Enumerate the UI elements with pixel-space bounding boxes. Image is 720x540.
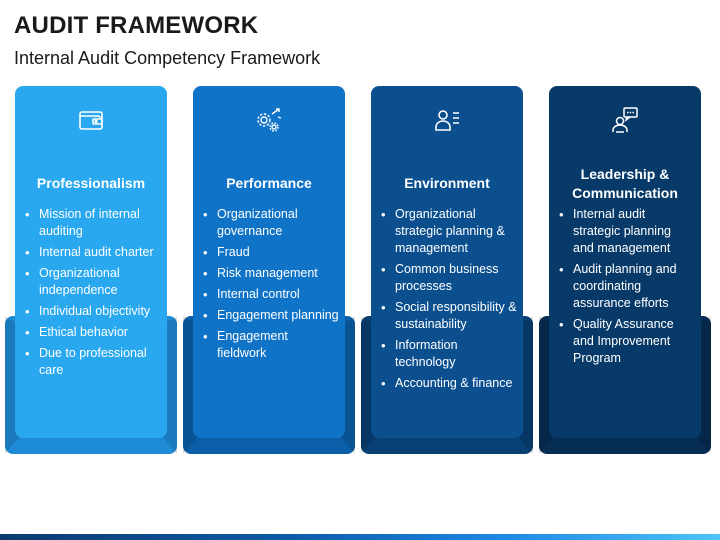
list-item: Internal control [201, 286, 339, 303]
list-item: Ethical behavior [23, 324, 161, 341]
card-title: Environment [404, 175, 490, 191]
column-environment: Environment Organizational strategic pla… [361, 86, 533, 454]
card-professionalism: Professionalism Mission of internal audi… [15, 86, 167, 438]
bullet-list: Internal audit strategic planning and ma… [557, 206, 695, 371]
list-item: Internal audit strategic planning and ma… [557, 206, 695, 257]
list-item: Organizational governance [201, 206, 339, 240]
list-item: Mission of internal auditing [23, 206, 161, 240]
column-leadership-communication: Leadership & Communication Internal audi… [539, 86, 711, 454]
column-performance: Performance Organizational governance Fr… [183, 86, 355, 454]
list-item: Audit planning and coordinating assuranc… [557, 261, 695, 312]
card-performance: Performance Organizational governance Fr… [193, 86, 345, 438]
list-item: Due to professional care [23, 345, 161, 379]
bottom-accent-bar [0, 534, 720, 540]
bullet-list: Organizational governance Fraud Risk man… [201, 206, 339, 366]
gears-icon [249, 100, 289, 140]
user-list-icon [427, 100, 467, 140]
card-leadership-communication: Leadership & Communication Internal audi… [549, 86, 701, 438]
chat-person-icon [605, 100, 645, 140]
list-item: Information technology [379, 337, 517, 371]
page-title: AUDIT FRAMEWORK [14, 12, 259, 39]
bullet-list: Mission of internal auditing Internal au… [23, 206, 161, 383]
card-title: Performance [226, 175, 312, 191]
list-item: Organizational independence [23, 265, 161, 299]
card-title: Professionalism [36, 175, 146, 191]
list-item: Fraud [201, 244, 339, 261]
list-item: Internal audit charter [23, 244, 161, 261]
list-item: Accounting & finance [379, 375, 517, 392]
column-professionalism: Professionalism Mission of internal audi… [5, 86, 177, 454]
list-item: Common business processes [379, 261, 517, 295]
wallet-icon [71, 100, 111, 140]
card-title: Leadership & Communication [572, 166, 678, 201]
card-environment: Environment Organizational strategic pla… [371, 86, 523, 438]
list-item: Engagement planning [201, 307, 339, 324]
list-item: Risk management [201, 265, 339, 282]
list-item: Engagement fieldwork [201, 328, 339, 362]
list-item: Quality Assurance and Improvement Progra… [557, 316, 695, 367]
page-subtitle: Internal Audit Competency Framework [14, 48, 321, 68]
list-item: Individual objectivity [23, 303, 161, 320]
bullet-list: Organizational strategic planning & mana… [379, 206, 517, 396]
list-item: Organizational strategic planning & mana… [379, 206, 517, 257]
list-item: Social responsibility & sustainability [379, 299, 517, 333]
